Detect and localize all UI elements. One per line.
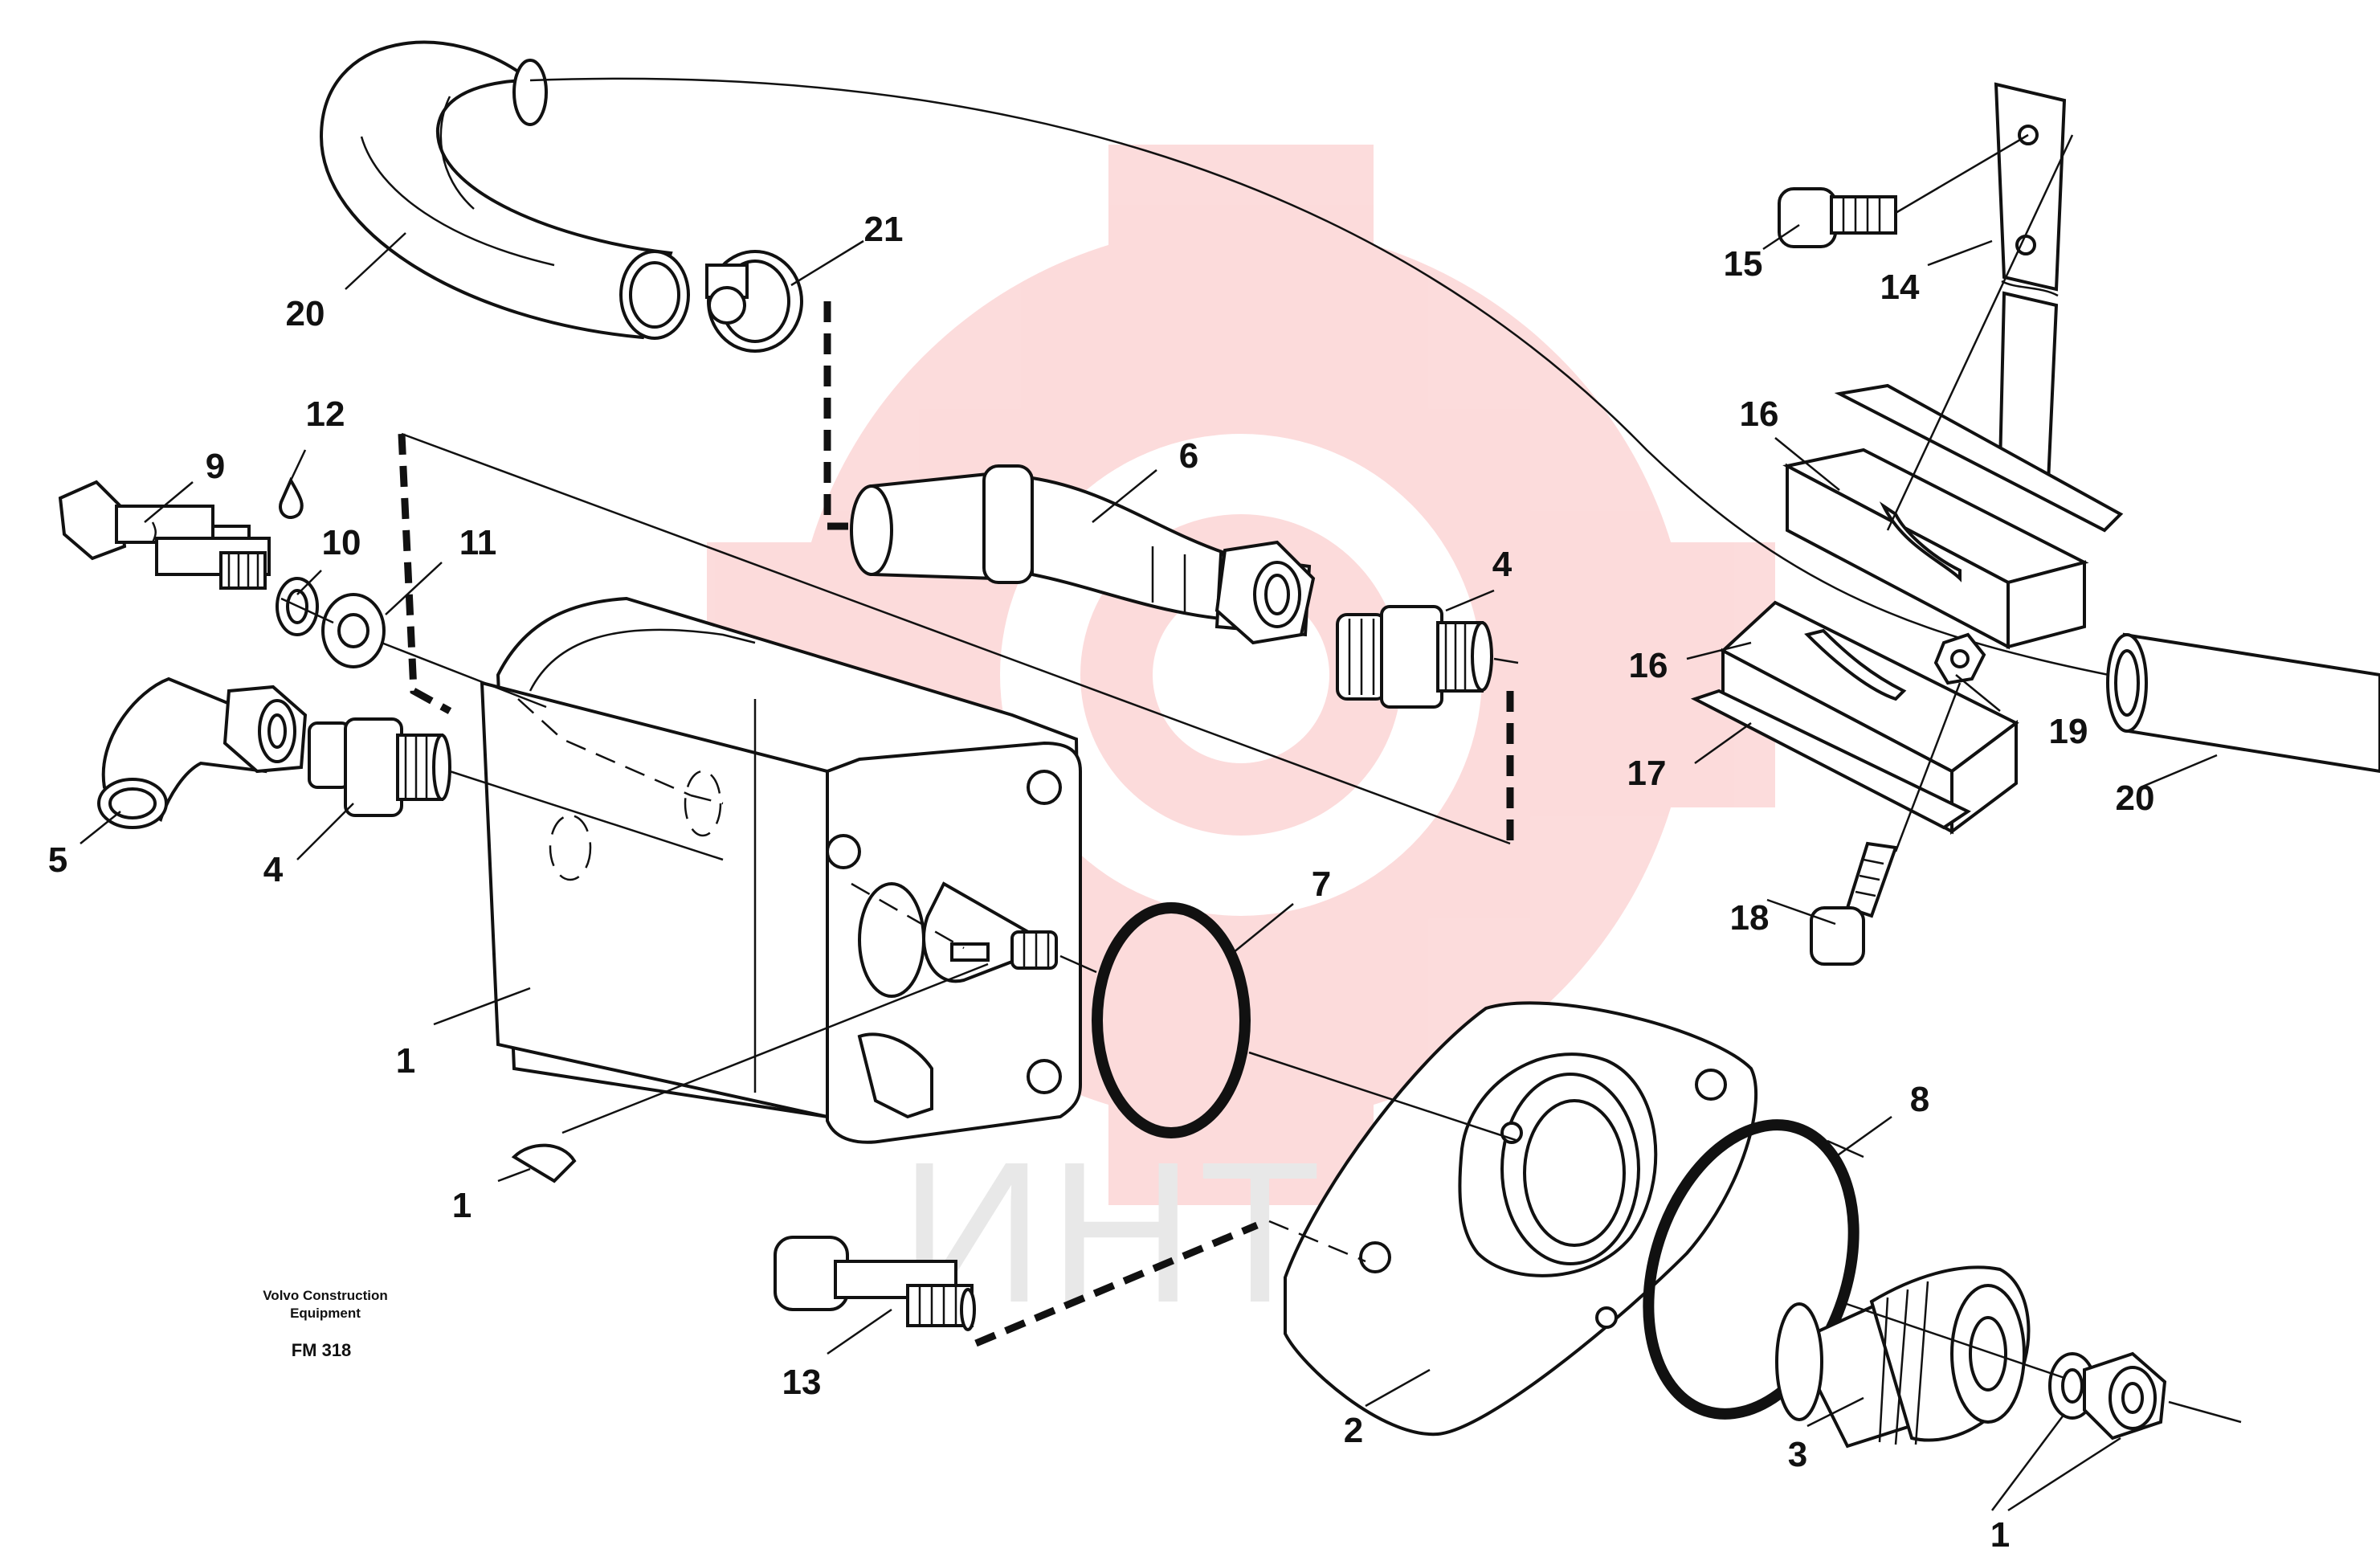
hex-nut-hose-6 [1214, 540, 1316, 645]
callout-1-key: 1 [452, 1186, 472, 1225]
callout-21-clamp: 21 [864, 210, 904, 249]
callout-17-plate: 17 [1627, 754, 1667, 793]
hose-part-20-right [2106, 632, 2380, 774]
callout-numbers: 20 21 15 14 16 12 9 10 11 6 4 16 19 17 2… [48, 210, 2155, 1553]
plate-lower-part-17 [1690, 689, 1972, 830]
callout-13-bolt: 13 [782, 1363, 822, 1402]
callout-4-adapter-upper: 4 [1492, 545, 1513, 584]
key-part-1 [511, 1143, 577, 1183]
bolt-part-18 [1810, 841, 1898, 966]
callout-1-nut-washer: 1 [1990, 1515, 2010, 1553]
flange-part-2 [1284, 1001, 1757, 1437]
callout-10-washer: 10 [322, 523, 361, 562]
callout-5-elbow: 5 [48, 840, 67, 880]
assembly-lines [280, 134, 2242, 1424]
adapter-part-4-upper [1336, 605, 1493, 709]
nut-part-19 [1933, 632, 1986, 685]
drop-part-12 [279, 476, 304, 519]
plate-upper-part-16 [1834, 383, 2124, 533]
callout-2-flange: 2 [1344, 1411, 1363, 1450]
callout-20-hose: 20 [286, 294, 325, 333]
o-ring-part-7 [1092, 902, 1251, 1138]
nut-part-1 [2083, 1351, 2167, 1441]
figure-code: FM 318 [292, 1340, 352, 1360]
credit-block: Volvo Construction Equipment FM 318 [263, 1288, 388, 1360]
callout-11-washer: 11 [459, 523, 497, 562]
threaded-stud [155, 537, 271, 590]
washer-part-11 [321, 593, 386, 668]
adapter-part-4-lower [308, 717, 451, 817]
callout-3-gear: 3 [1788, 1435, 1807, 1474]
bolt-part-15 [1778, 133, 2029, 248]
callout-19-nut: 19 [2049, 712, 2088, 751]
callout-16-lower: 16 [1629, 646, 1668, 685]
bolt-part-13 [774, 1236, 976, 1331]
drive-gear-part-3 [1775, 1265, 2031, 1449]
pump-body-part-1 [480, 596, 1083, 1144]
clamp-block-upper-part-16 [1782, 448, 2089, 650]
callout-4-adapter-lower: 4 [263, 850, 284, 889]
callout-14-strap: 14 [1880, 268, 1920, 307]
pump-shaft [922, 881, 1058, 983]
elbow-part-5 [97, 676, 308, 829]
callout-7-o-ring: 7 [1312, 864, 1331, 904]
callout-20-hose-right: 20 [2116, 779, 2155, 818]
callout-15-bolt: 15 [1724, 244, 1763, 284]
callout-8-o-ring: 8 [1910, 1080, 1929, 1119]
credit-line-2: Equipment [290, 1306, 361, 1321]
callout-6-hose: 6 [1179, 436, 1198, 476]
o-ring-part-8 [1643, 1119, 1860, 1420]
callout-9-bolt: 9 [206, 447, 225, 486]
callout-12-drop: 12 [306, 394, 345, 434]
credit-line-1: Volvo Construction [263, 1288, 388, 1303]
callout-18-bolt: 18 [1730, 898, 1770, 938]
callout-leaders [80, 223, 2218, 1512]
hose-part-20 [319, 40, 2380, 725]
hose-clamp-part-21 [705, 250, 803, 353]
callout-1-pump: 1 [396, 1041, 415, 1081]
callout-16-upper: 16 [1740, 394, 1779, 434]
bracket-strap-part-14 [1994, 82, 2067, 484]
